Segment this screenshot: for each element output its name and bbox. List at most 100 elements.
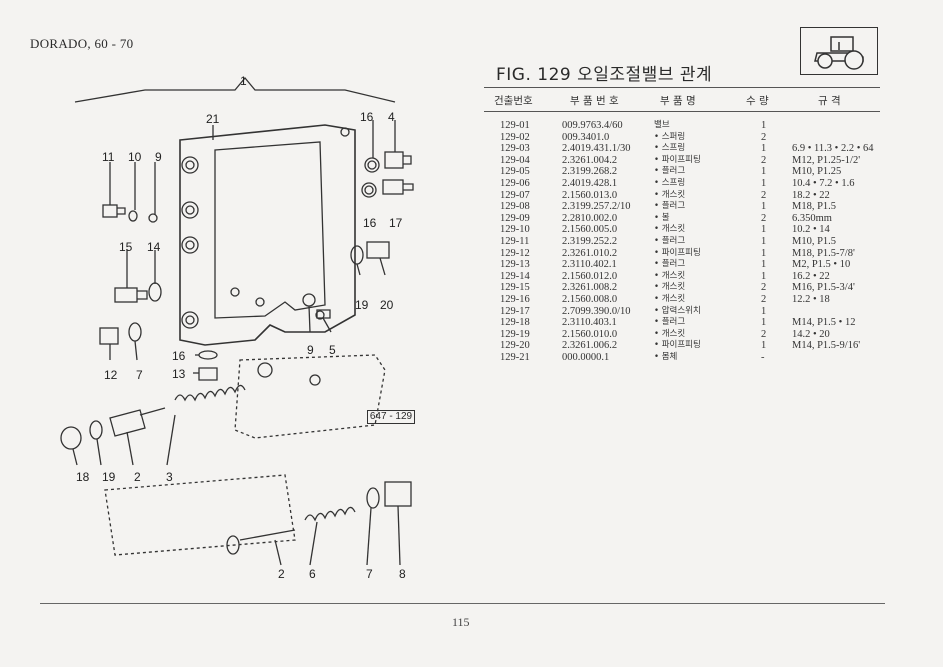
callout-5: 5 (329, 343, 336, 357)
figure-reference-box: 647 - 129 (367, 410, 415, 424)
callout-9b: 9 (307, 343, 314, 357)
table-row: 129-08 2.3199.257.2/10 • 플러그 1 M18, P1.5 (484, 201, 884, 213)
part-number: 000.0000.1 (562, 351, 610, 363)
part-spec: M18, P1.5 (792, 201, 837, 213)
part-ref: 129-14 (500, 270, 530, 282)
left-fittings (99, 204, 162, 345)
part-ref: 129-20 (500, 340, 530, 352)
part-ref: 129-06 (500, 177, 530, 189)
callout-16c: 16 (172, 349, 186, 363)
part-spec: 12.2 • 18 (792, 293, 830, 305)
callout-15: 15 (119, 240, 133, 254)
part-ref: 129-02 (500, 131, 530, 143)
part-name: • 개스킷 (654, 293, 686, 304)
part-spec: M16, P1.5-3/4' (792, 282, 855, 294)
part-number: 2.3199.268.2 (562, 166, 618, 178)
part-ref: 129-15 (500, 282, 530, 294)
part-number: 2.4019.428.1 (562, 177, 618, 189)
spool-assembly (60, 384, 246, 450)
callout-18: 18 (76, 470, 90, 484)
part-number: 2.3199.257.2/10 (562, 201, 631, 213)
part-spec: M10, P1.25 (792, 166, 842, 178)
col-ref: 건출번호 (494, 95, 533, 107)
part-name: • 플러그 (654, 317, 686, 328)
part-spec: M12, P1.25-1/2' (792, 154, 861, 166)
part-ref: 129-08 (500, 201, 530, 213)
part-spec: 14.2 • 20 (792, 328, 830, 340)
tractor-logo-icon (800, 27, 878, 75)
valve-body (179, 124, 356, 346)
part-ref: 129-10 (500, 224, 530, 236)
part-ref: 129-21 (500, 351, 530, 363)
callout-12: 12 (104, 368, 118, 382)
table-top-rule (484, 87, 880, 88)
callout-1: 1 (240, 74, 247, 88)
table-row: 129-02 009.3401.0 • 스퍼링 2 (484, 132, 884, 144)
part-name: • 파이프피팅 (654, 154, 701, 165)
part-name: • 플러그 (654, 235, 686, 246)
part-qty: 1 (761, 259, 767, 271)
part-number: 2.7099.390.0/10 (562, 305, 631, 317)
part-qty: 2 (761, 328, 767, 340)
part-name: • 플러그 (654, 259, 686, 270)
callout-6: 6 (309, 567, 316, 581)
callout-13: 13 (172, 367, 186, 381)
part-qty: 1 (761, 247, 767, 259)
part-name: • 볼 (654, 212, 670, 223)
callout-9: 9 (155, 150, 162, 164)
part-name: • 스퍼링 (654, 131, 686, 142)
part-ref: 129-01 (500, 120, 530, 131)
part-name: • 파이프피팅 (654, 340, 701, 351)
part-ref: 129-19 (500, 328, 530, 340)
part-spec: M18, P1.5-7/8' (792, 247, 855, 259)
part-number: 009.9763.4/60 (562, 120, 623, 131)
col-part-number: 부 품 번 호 (570, 95, 619, 107)
callout-19b: 19 (102, 470, 116, 484)
part-spec: M10, P1.5 (792, 235, 837, 247)
part-ref: 129-05 (500, 166, 530, 178)
part-number: 2.2810.002.0 (562, 212, 618, 224)
second-assembly (104, 474, 412, 556)
part-spec: M2, P1.5 • 10 (792, 259, 851, 271)
callout-2b: 2 (278, 567, 285, 581)
part-number: 2.4019.431.1/30 (562, 143, 631, 155)
part-number: 2.1560.010.0 (562, 328, 618, 340)
part-name: 밸브 (654, 120, 670, 130)
part-spec: 10.2 • 14 (792, 224, 830, 236)
part-qty: 1 (761, 201, 767, 213)
part-ref: 129-18 (500, 317, 530, 329)
part-number: 009.3401.0 (562, 131, 610, 143)
callout-8: 8 (399, 567, 406, 581)
part-name: • 개스킷 (654, 270, 686, 281)
part-spec: 6.350mm (792, 212, 832, 224)
part-ref: 129-11 (500, 235, 530, 247)
part-number: 2.1560.013.0 (562, 189, 618, 201)
part-name: • 플러그 (654, 201, 686, 212)
part-ref: 129-09 (500, 212, 530, 224)
part-name: • 개스킷 (654, 282, 686, 293)
callout-7: 7 (136, 368, 143, 382)
part-ref: 129-04 (500, 154, 530, 166)
part-qty: 1 (761, 143, 767, 155)
part-number: 2.1560.005.0 (562, 224, 618, 236)
callout-10: 10 (128, 150, 142, 164)
part-name: • 개스킷 (654, 189, 686, 200)
part-qty: 2 (761, 131, 767, 143)
col-part-name: 부 품 명 (660, 95, 696, 107)
callout-17: 17 (389, 216, 403, 230)
callout-7b: 7 (366, 567, 373, 581)
part-qty: 1 (761, 224, 767, 236)
col-spec: 규 격 (818, 95, 841, 107)
part-number: 2.3261.006.2 (562, 340, 618, 352)
